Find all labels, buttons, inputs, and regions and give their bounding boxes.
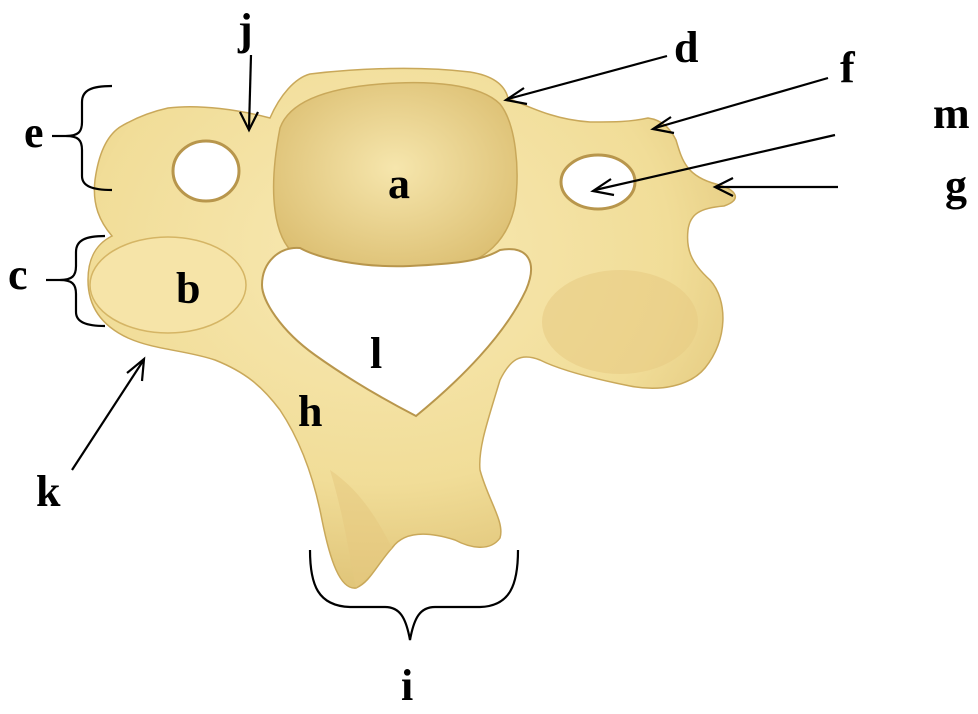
arrow-d	[508, 56, 667, 99]
label-c: c	[8, 253, 28, 297]
label-j: j	[238, 8, 253, 52]
label-a: a	[388, 162, 410, 206]
label-i: i	[401, 664, 413, 708]
label-l: l	[370, 332, 382, 376]
label-h: h	[298, 390, 322, 434]
arrow-f	[655, 78, 828, 128]
arrowhead-k	[127, 359, 144, 381]
label-g: g	[945, 164, 967, 208]
label-e: e	[24, 111, 44, 155]
label-m: m	[933, 92, 970, 136]
superior-articular-facet	[90, 237, 246, 333]
transverse-foramen-right	[561, 155, 635, 209]
transverse-foramen-left	[173, 141, 239, 201]
label-b: b	[176, 267, 200, 311]
arrow-k	[72, 361, 143, 470]
label-d: d	[674, 26, 698, 70]
right-articular-facet	[542, 270, 698, 374]
label-k: k	[36, 470, 60, 514]
label-f: f	[840, 46, 855, 90]
